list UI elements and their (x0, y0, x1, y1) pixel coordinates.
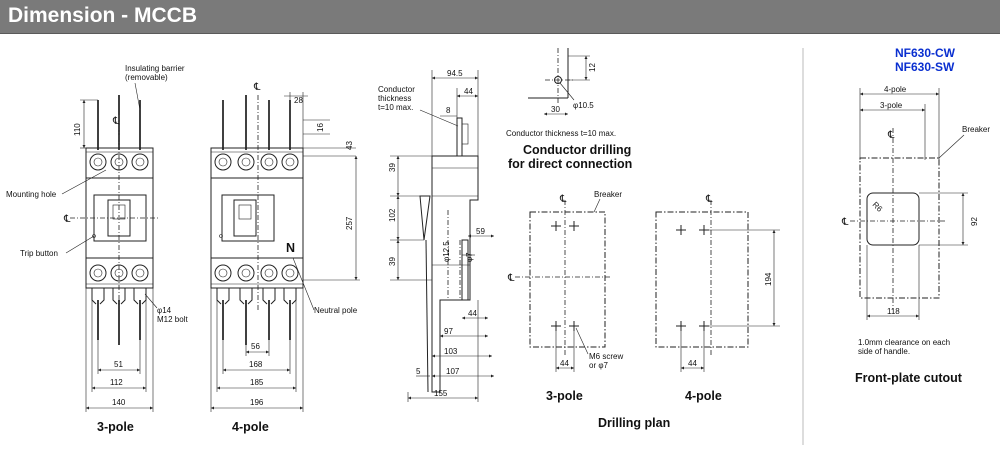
mounting-hole-label: Mounting hole (6, 190, 57, 199)
dim-140: 140 (112, 398, 126, 407)
svg-text:℄: ℄ (253, 82, 261, 93)
dim-56: 56 (251, 342, 260, 351)
clearance-note-1: 1.0mm clearance on each (858, 338, 950, 347)
cutout-dim-118: 118 (887, 307, 900, 316)
dim-94-5: 94.5 (447, 69, 463, 78)
drill-dim-44a: 44 (560, 359, 569, 368)
dim-5: 5 (416, 367, 421, 376)
dim-28: 28 (294, 96, 303, 105)
svg-text:℄: ℄ (112, 116, 120, 127)
trip-button-label: Trip button (20, 249, 58, 258)
drilling-plan-title: Drilling plan (598, 416, 670, 430)
drill-breaker-label: Breaker (594, 190, 622, 199)
cutout-dim-4pole: 4-pole (884, 85, 907, 94)
n-mark: N (286, 241, 295, 255)
page-title: Dimension - MCCB (8, 4, 197, 27)
dim-30: 30 (551, 105, 560, 114)
insulating-barrier-label: Insulating barrier (125, 64, 185, 73)
conductor-label-3: t=10 max. (378, 103, 413, 112)
phi14-label: φ14 (157, 306, 172, 315)
svg-text:℄: ℄ (559, 194, 567, 205)
dim-12: 12 (588, 63, 597, 72)
dim-39a: 39 (388, 163, 397, 172)
drill-dim-44b: 44 (688, 359, 697, 368)
clearance-note-2: side of handle. (858, 347, 910, 356)
drilling-plan-view: ℄ ℄ Breaker 44 M6 screw or φ7 3-pole ℄ (507, 190, 780, 430)
dim-257: 257 (345, 216, 354, 230)
m12-bolt-label: M12 bolt (157, 315, 188, 324)
model-nf630-cw: NF630-CW (895, 46, 956, 60)
conductor-label-2: thickness (378, 94, 411, 103)
neutral-pole-label: Neutral pole (314, 306, 358, 315)
drill-3pole-label: 3-pole (546, 389, 583, 403)
conductor-drilling-title-1: Conductor drilling (523, 143, 631, 157)
four-pole-label: 4-pole (232, 420, 269, 434)
side-view: Conductor thickness t=10 max. φ12.5 φ7 9… (378, 69, 494, 402)
phi7-label: or φ7 (589, 361, 609, 370)
dim-103: 103 (444, 347, 458, 356)
dim-196: 196 (250, 398, 264, 407)
dim-168: 168 (249, 360, 263, 369)
conductor-drilling-title-2: for direct connection (508, 157, 632, 171)
three-pole-label: 3-pole (97, 420, 134, 434)
dim-39b: 39 (388, 257, 397, 266)
front-plate-cutout-view: NF630-CW NF630-SW 4-pole 3-pole ℄ ℄ R6 B… (841, 46, 990, 385)
dim-185: 185 (250, 378, 264, 387)
dim-phi7: φ7 (465, 252, 474, 262)
dim-155: 155 (434, 389, 448, 398)
three-pole-front-view: ℄ ℄ Insulating barrier (removable) Mount… (6, 64, 188, 434)
dim-8: 8 (446, 106, 451, 115)
drill-4pole-label: 4-pole (685, 389, 722, 403)
dim-51: 51 (114, 360, 123, 369)
dim-phi12-5: φ12.5 (442, 241, 451, 262)
dim-16: 16 (316, 123, 325, 132)
conductor-drilling-view: 12 30 φ10.5 Conductor thickness t=10 max… (506, 48, 632, 171)
svg-text:℄: ℄ (63, 214, 71, 225)
dim-44a: 44 (464, 87, 473, 96)
dim-97: 97 (444, 327, 453, 336)
dim-102: 102 (388, 208, 397, 222)
conductor-label-1: Conductor (378, 85, 415, 94)
svg-text:℄: ℄ (841, 217, 849, 228)
cutout-dim-3pole: 3-pole (880, 101, 903, 110)
dim-phi10-5: φ10.5 (573, 101, 594, 110)
dim-110: 110 (73, 123, 82, 136)
cutout-dim-r6: R6 (871, 200, 885, 214)
front-plate-title: Front-plate cutout (855, 371, 963, 385)
m6-screw-label: M6 screw (589, 352, 623, 361)
removable-label: (removable) (125, 73, 168, 82)
dim-107: 107 (446, 367, 460, 376)
svg-text:℄: ℄ (887, 130, 895, 141)
dim-59: 59 (476, 227, 485, 236)
dim-43: 43 (345, 141, 354, 150)
svg-text:℄: ℄ (705, 194, 713, 205)
four-pole-front-view: ℄ N Neutral pole 28 16 43 257 56 168 185 (210, 82, 360, 434)
drill-dim-194: 194 (764, 272, 773, 286)
dim-44b: 44 (468, 309, 477, 318)
cutout-breaker-label: Breaker (962, 125, 990, 134)
dim-112: 112 (110, 378, 123, 387)
cutout-dim-92: 92 (970, 217, 979, 226)
svg-text:℄: ℄ (507, 273, 515, 284)
conductor-thickness-note: Conductor thickness t=10 max. (506, 129, 616, 138)
page-header: Dimension - MCCB (0, 0, 1000, 34)
model-nf630-sw: NF630-SW (895, 60, 955, 74)
